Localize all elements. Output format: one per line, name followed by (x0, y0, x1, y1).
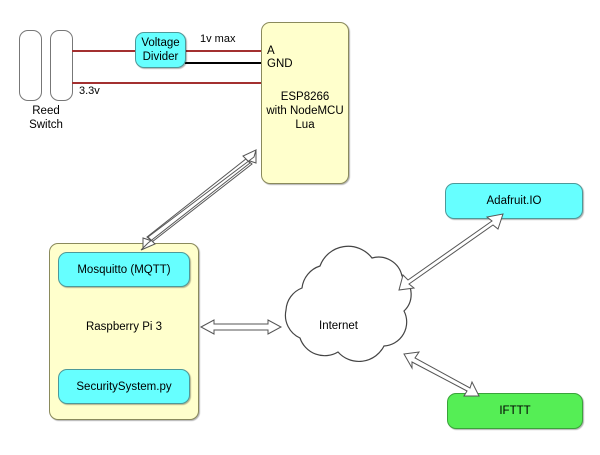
esp8266-pin-a-label: A (267, 45, 275, 57)
wire-divider-to-esp-gnd (185, 62, 262, 64)
reed-switch-contact-right (50, 30, 73, 101)
securitysystem-py-node[interactable]: SecuritySystem.py (58, 369, 190, 404)
connector-esp-to-mosquitto (140, 149, 257, 251)
reed-switch-caption: Reed Switch (29, 105, 63, 131)
internet-cloud-shape (284, 245, 412, 363)
wire-reed-to-divider (72, 50, 136, 52)
wire-label-1v-max: 1v max (200, 33, 236, 45)
wire-divider-to-esp-a (185, 50, 262, 52)
adafruit-io-node[interactable]: Adafruit.IO (445, 183, 583, 219)
esp8266-node[interactable] (261, 22, 349, 184)
connector-internet-to-ifttt (403, 351, 480, 397)
ifttt-node[interactable]: IFTTT (447, 393, 583, 429)
wire-label-3v3: 3.3v (79, 85, 100, 97)
internet-label: Internet (319, 320, 358, 332)
connector-internet-to-adafruit (398, 213, 504, 291)
voltage-divider-node[interactable]: Voltage Divider (135, 32, 186, 68)
wire-reed-3v3-to-esp (72, 82, 262, 84)
connector-pi-to-internet (199, 319, 283, 335)
reed-switch-contact-left (19, 30, 42, 101)
raspberry-pi-label: Raspberry Pi 3 (85, 321, 163, 333)
esp8266-label: ESP8266 with NodeMCU Lua (266, 91, 344, 131)
esp8266-pin-gnd-label: GND (267, 58, 293, 70)
mosquitto-mqtt-node[interactable]: Mosquitto (MQTT) (58, 252, 190, 287)
